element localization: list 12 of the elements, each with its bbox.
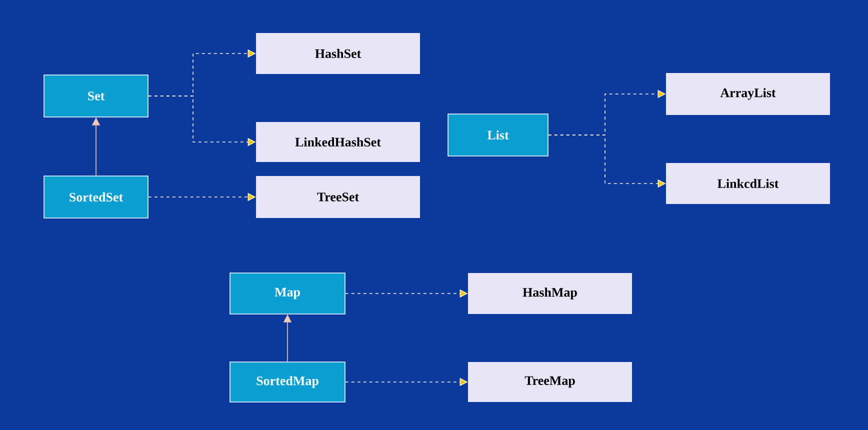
- interface-box: SortedMap: [230, 362, 346, 402]
- class-box: ArrayList: [666, 73, 830, 115]
- class-box: TreeMap: [468, 362, 632, 402]
- interface-box: SortedSet: [44, 176, 148, 218]
- class-box: TreeSet: [256, 176, 420, 218]
- class-box: LinkedHashSet: [256, 122, 420, 162]
- class-box: HashSet: [256, 33, 420, 74]
- class-box: LinkcdList: [666, 162, 830, 204]
- class-box: HashMap: [468, 272, 632, 314]
- interface-box: Set: [44, 74, 148, 118]
- interface-box: List: [448, 114, 548, 156]
- interface-box: Map: [230, 272, 346, 314]
